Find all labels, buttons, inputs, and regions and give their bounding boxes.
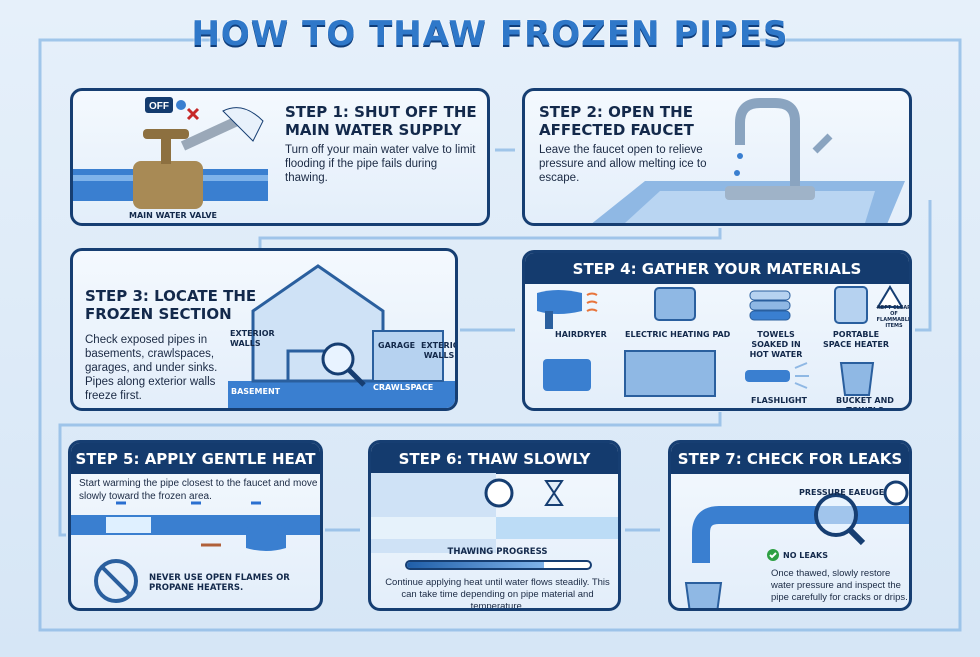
valve-label: MAIN WATER VALVE: [128, 211, 217, 220]
step7-card: STEP 7: CHECK FOR LEAKS PRESSURE EAEUGE …: [668, 440, 912, 611]
thaw-pipe-illustration: [371, 473, 618, 553]
heat-pipe-illustration: [71, 501, 320, 603]
bucket-icon: [839, 362, 875, 396]
toolbox-icon: [543, 359, 591, 391]
step3-text: Check exposed pipes in basements, crawls…: [85, 334, 218, 402]
material-hairdryer: HAIRDRYER: [555, 330, 607, 339]
progress-label: THAWING PROGRESS: [447, 547, 548, 557]
step5-text: Start warming the pipe closest to the fa…: [79, 478, 318, 502]
step2-text: Leave the faucet open to relieve pressur…: [539, 144, 707, 184]
page-title: HOW TO THAW FROZEN PIPES: [191, 14, 789, 54]
material-heating-pad: ELECTRIC HEATING PAD: [625, 330, 731, 339]
space-heater-icon: [834, 286, 868, 324]
bucket-icon: [684, 582, 723, 608]
label-exterior-walls-left: EXTERIOR WALLS: [230, 329, 275, 348]
off-tag: OFF: [149, 101, 169, 112]
faucet-icon: [735, 98, 800, 186]
label-exterior-walls-right: EXTERIOR WALLS: [421, 341, 455, 360]
step6-card: STEP 6: THAW SLOWLY THAWING PROGRESS Con…: [368, 440, 621, 611]
warning-triangle-icon: [876, 285, 904, 308]
step1-card: OFF MAIN WATER VALVE STEP 1: SHUT OFF TH…: [70, 88, 490, 226]
material-flashlight: FLASHLIGHT: [751, 396, 808, 405]
no-flames-icon: [94, 559, 138, 603]
faucet-sink-illustration: [592, 98, 905, 223]
tool-caddy-icon: [624, 350, 716, 397]
thawing-progress-bar: [405, 560, 592, 570]
hairdryer-icon: [246, 523, 286, 551]
magnifier-icon: [321, 342, 355, 376]
x-icon: [186, 107, 200, 121]
step1-text: Turn off your main water valve to limit …: [285, 144, 476, 184]
magnifier-icon: [814, 493, 858, 537]
material-bucket: BUCKET AND TOWELS: [836, 396, 894, 411]
step7-text: Once thawed, slowly restore water pressu…: [771, 568, 908, 603]
materials-illustration: [537, 285, 904, 397]
heater-warning: KEPT CLEAR OF FLAMMABLE ITEMS: [876, 305, 912, 329]
label-crawlspace: CRAWLSPACE: [373, 383, 434, 392]
pressure-gauge-icon: [883, 480, 909, 506]
heating-pad-icon: [654, 287, 696, 321]
flashlight-icon: [745, 370, 790, 382]
step4-card: STEP 4: GATHER YOUR MATERIALS HAIRDRYER …: [522, 250, 912, 411]
step5-title: STEP 5: APPLY GENTLE HEAT: [71, 443, 320, 474]
label-garage: GARAGE: [378, 341, 416, 350]
gauge-label: PRESSURE EAEUGE: [799, 488, 885, 497]
water-drop-icon: [176, 100, 186, 110]
step5-card: STEP 5: APPLY GENTLE HEAT Start warming …: [68, 440, 323, 611]
step7-title: STEP 7: CHECK FOR LEAKS: [671, 443, 909, 474]
clock-icon: [484, 478, 514, 508]
leak-status: NO LEAKS: [783, 551, 828, 560]
step6-text: Continue applying heat until water flows…: [385, 577, 610, 611]
step6-title: STEP 6: THAW SLOWLY: [371, 443, 618, 474]
hourglass-icon: [544, 480, 564, 506]
material-towels: TOWELS SOAKED IN HOT WATER: [749, 330, 803, 359]
step4-title: STEP 4: GATHER YOUR MATERIALS: [525, 253, 909, 284]
material-space-heater: PORTABLE SPACE HEATER: [822, 330, 889, 349]
valve-wrench-illustration: OFF: [73, 97, 268, 209]
leak-check-illustration: [684, 480, 909, 608]
progress-fill: [407, 562, 545, 568]
valve-icon: [133, 161, 203, 209]
label-basement: BASEMENT: [231, 387, 281, 396]
step5-warning: NEVER USE OPEN FLAMES OR PROPANE HEATERS…: [149, 573, 290, 593]
house-illustration: [228, 264, 455, 408]
hairdryer-icon: [537, 290, 582, 314]
towels-icon: [749, 310, 791, 321]
